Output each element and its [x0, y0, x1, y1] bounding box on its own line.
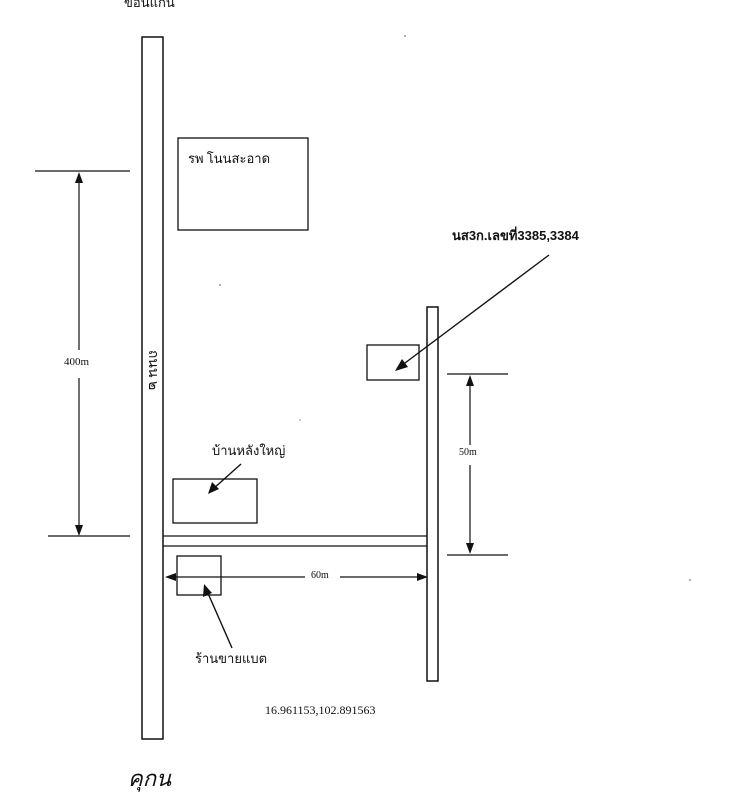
dim-60-arrow-left: [165, 573, 176, 581]
scan-speck: [689, 579, 691, 581]
parcel-pointer-head: [395, 359, 408, 371]
dim-50-arrow-up: [466, 375, 474, 386]
hospital-box: [177, 137, 309, 231]
distance-50m-label: 50m: [459, 447, 477, 458]
parcel-label: นส3ก.เลขที่3385,3384: [452, 228, 579, 243]
scan-speck: [404, 35, 406, 37]
distance-60m-label: 60m: [311, 570, 329, 581]
big-house-pointer-line: [212, 463, 242, 490]
battery-shop-box: [176, 555, 222, 596]
parcel-box: [366, 344, 420, 381]
signature: คุกน: [128, 766, 172, 791]
big-house-pointer-head: [208, 482, 219, 494]
dim-400-arrow-up: [75, 172, 83, 183]
dim-60-arrow-right: [417, 573, 428, 581]
dim-400-arrow-down: [75, 525, 83, 536]
battery-shop-label: ร้านขายแบต: [195, 651, 268, 666]
parcel-pointer-line: [400, 254, 550, 367]
main-road: [141, 36, 164, 740]
scan-speck: [299, 419, 301, 421]
shop-pointer-line: [206, 590, 233, 649]
hospital-label: รพ โนนสะอาด: [188, 151, 271, 166]
top-label: ขอนแก่น: [124, 0, 175, 10]
main-road-label: ถนน ๒: [145, 349, 160, 391]
side-road: [426, 306, 439, 682]
shop-pointer-head: [203, 584, 212, 597]
scan-speck: [219, 284, 221, 286]
distance-400m-label: 400m: [64, 356, 90, 368]
dim-50-arrow-down: [466, 543, 474, 554]
big-house-box: [172, 478, 258, 524]
coordinates-label: 16.961153,102.891563: [265, 703, 376, 717]
big-house-label: บ้านหลังใหญ่: [212, 443, 286, 458]
